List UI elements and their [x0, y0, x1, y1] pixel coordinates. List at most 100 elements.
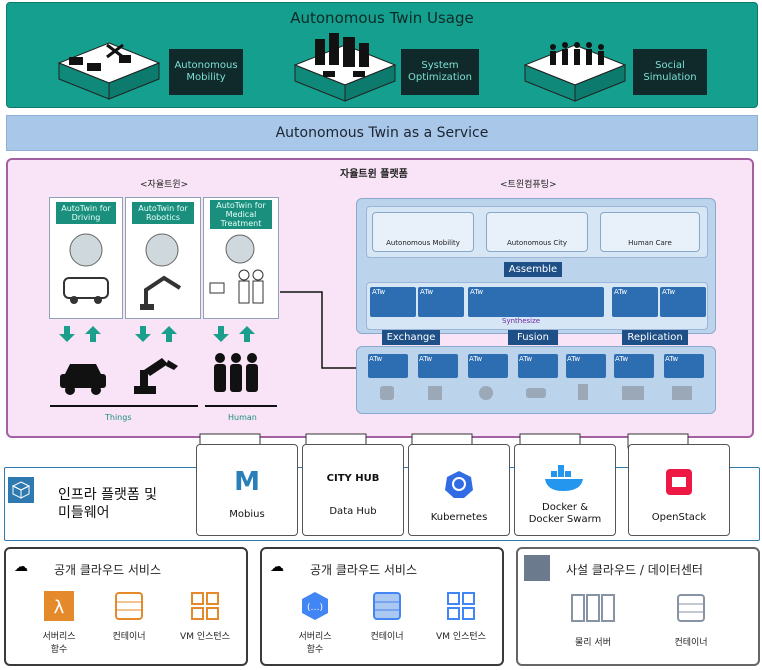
base-atw-1: ATw [368, 354, 408, 378]
city-traffic-icon [57, 42, 161, 100]
atw-box-rep-1: ATw [612, 287, 658, 317]
car-icon [60, 364, 106, 395]
lambda-icon: λ [44, 591, 74, 621]
crowd-icon [523, 42, 627, 102]
datahub-logo: CITY HUB [326, 473, 380, 484]
autotwin-medical-label: AutoTwin for Medical Treatment [210, 200, 272, 229]
human-label: Human [228, 413, 257, 422]
tool-kubernetes: Kubernetes [408, 444, 510, 536]
autotwin-section-title: <자율트윈> [140, 180, 189, 190]
public-cloud-1-title: 공개 클라우드 서비스 [54, 563, 161, 577]
autotwin-robotics-label: AutoTwin for Robotics [132, 202, 194, 224]
atw-box-rep-2: ATw [660, 287, 706, 317]
physical-things-icons [60, 353, 258, 395]
app-autonomous-mobility: Autonomous Mobility [372, 212, 474, 252]
usage-label-optimization: System Optimization [401, 49, 479, 95]
atw-box-2: ATw [418, 287, 464, 317]
service-bar: Autonomous Twin as a Service [6, 115, 758, 151]
car-brain-icon [63, 233, 109, 304]
synthesize-label: Synthesize [502, 317, 541, 325]
container-label: 컨테이너 [112, 632, 146, 642]
app-human-care: Human Care [600, 212, 700, 252]
base-atw-6: ATw [614, 354, 654, 378]
city-buildings-icon [293, 33, 397, 102]
vm-icon [447, 592, 475, 620]
public-cloud-2-title: 공개 클라우드 서비스 [310, 563, 417, 577]
docker-label: Docker & Docker Swarm [528, 502, 602, 525]
app-care-label: Human Care [628, 239, 672, 247]
atw-box-1: ATw [370, 287, 416, 317]
human-divider [205, 405, 277, 407]
base-atw-4: ATw [518, 354, 558, 378]
app-city-label: Autonomous City [506, 239, 568, 247]
autotwin-medical-card: AutoTwin for Medical Treatment [203, 197, 279, 319]
container-icon [115, 592, 143, 620]
twin-computing-title: <트윈컴퓨팅> [500, 180, 557, 190]
autotwin-robotics-card: AutoTwin for Robotics [125, 197, 201, 319]
svg-text:λ: λ [54, 597, 65, 618]
base-atw-5: ATw [566, 354, 606, 378]
sync-arrows [59, 326, 255, 342]
base-twins-row: ATw ATw ATw ATw ATw ATw ATw [366, 354, 706, 380]
mobius-logo: M [234, 467, 260, 497]
service-bar-label: Autonomous Twin as a Service [275, 125, 489, 141]
base-atw-2: ATw [418, 354, 458, 378]
platform-title: 자율트윈 플랫폼 [340, 169, 408, 180]
app-autonomous-city: Autonomous City [486, 212, 588, 252]
mobius-label: Mobius [229, 509, 265, 520]
things-divider [50, 405, 198, 407]
exchange-tag: Exchange [382, 330, 440, 345]
replication-tag: Replication [622, 330, 688, 345]
human-brain-icon [209, 234, 264, 304]
base-device-icons [380, 384, 692, 400]
autotwin-driving-label: AutoTwin for Driving [56, 202, 116, 224]
usage-label-mobility: Autonomous Mobility [169, 49, 243, 95]
serverless-label: 서버리스 함수 [298, 632, 332, 655]
usage-panel: Autonomous Twin Usage Autonomous Mobilit… [6, 2, 758, 108]
assemble-tag: Assemble [504, 262, 562, 277]
openstack-icon [666, 469, 692, 495]
building-icon [524, 555, 550, 581]
private-cloud: 사설 클라우드 / 데이터센터 물리 서버 컨테이너 [516, 547, 760, 666]
fusion-tag: Fusion [508, 330, 558, 345]
app-mobility-label: Autonomous Mobility [386, 239, 460, 247]
container-icon [677, 594, 705, 622]
atw-box-synth: ATw [468, 287, 604, 317]
robot-arm-brain-icon [140, 233, 182, 310]
cloud-icon: ☁ [14, 559, 28, 575]
docker-icon [545, 465, 583, 491]
serverless-label: 서버리스 함수 [42, 632, 76, 655]
openstack-label: OpenStack [651, 512, 707, 523]
container-label: 컨테이너 [674, 638, 708, 648]
robot-arm-icon [134, 358, 178, 394]
vm-label: VM 인스턴스 [180, 632, 230, 642]
vm-label: VM 인스턴스 [436, 632, 486, 642]
tool-openstack: OpenStack [628, 444, 730, 536]
people-icon [214, 353, 258, 392]
infra-title: 인프라 플랫폼 및 미들웨어 [58, 487, 158, 521]
base-atw-3: ATw [468, 354, 508, 378]
cloud-functions-icon: (…) [302, 592, 328, 620]
base-atw-7: ATw [664, 354, 704, 378]
usage-title: Autonomous Twin Usage [290, 9, 474, 27]
vm-icon [191, 592, 219, 620]
container-icon [373, 592, 401, 620]
physical-server-label: 물리 서버 [575, 638, 611, 648]
private-cloud-title: 사설 클라우드 / 데이터센터 [566, 563, 703, 577]
public-cloud-1: ☁ 공개 클라우드 서비스 λ 서버리스 함수 컨테이너 VM 인스턴스 [4, 547, 248, 666]
datahub-label: Data Hub [329, 506, 377, 517]
container-label: 컨테이너 [370, 632, 404, 642]
cube-icon [8, 477, 34, 503]
server-rack-icon [571, 594, 615, 622]
kubernetes-label: Kubernetes [430, 512, 488, 523]
tool-datahub: CITY HUB Data Hub [302, 444, 404, 536]
tool-mobius: M Mobius [196, 444, 298, 536]
usage-label-social: Social Simulation [633, 49, 707, 95]
public-cloud-2: ☁ 공개 클라우드 서비스 (…) 서버리스 함수 컨테이너 VM 인스턴스 [260, 547, 504, 666]
svg-text:(…): (…) [307, 603, 323, 613]
tool-docker: Docker & Docker Swarm [514, 444, 616, 536]
cloud-icon: ☁ [270, 559, 284, 575]
things-label: Things [105, 413, 132, 422]
kubernetes-icon [445, 471, 473, 498]
autotwin-driving-card: AutoTwin for Driving [49, 197, 123, 319]
